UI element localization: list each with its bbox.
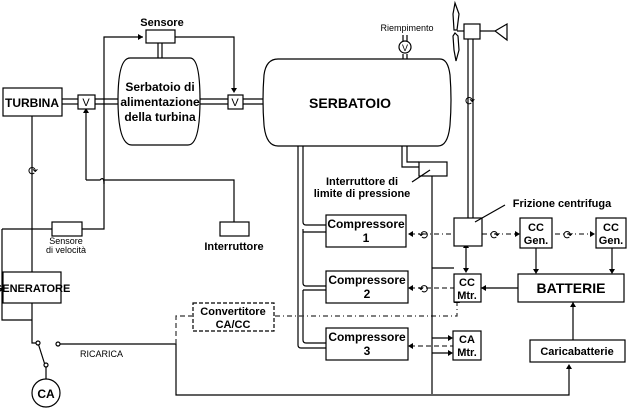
speed-sensor-label-1: Sensore — [49, 236, 83, 246]
convertitore-box[interactable] — [192, 302, 275, 332]
turbina-box[interactable] — [2, 87, 63, 117]
valve-mid-label: V — [231, 97, 239, 109]
wind-mast — [467, 38, 474, 218]
cc-gen-2-label-2: Gen. — [599, 235, 623, 247]
ricarica-label: RICARICA — [80, 349, 123, 359]
rotation-icon: ⟳ ⟳ ⟲ ⟳ ⟳ ⟲ — [28, 94, 573, 296]
valve-fill-label: V — [402, 43, 408, 53]
line-convertitore-out — [275, 300, 458, 317]
pipe-feedtank-valve — [200, 98, 228, 105]
pipe-turbina-valve — [62, 98, 78, 105]
compressore-2[interactable] — [325, 270, 409, 304]
svg-text:⟲: ⟲ — [418, 282, 428, 296]
line-ricarica — [60, 343, 570, 396]
pressure-switch-label-2: limite di pressione — [314, 188, 411, 200]
svg-text:⟳: ⟳ — [490, 228, 500, 242]
ca-mtr-label-1: CA — [459, 334, 475, 346]
svg-text:⟲: ⟲ — [418, 228, 428, 242]
line-gen-switch — [31, 303, 38, 344]
serbatoio-label: SERBATOIO — [309, 95, 391, 111]
generatore-box[interactable] — [2, 271, 62, 304]
batterie-label: BATTERIE — [537, 280, 606, 296]
ca-source[interactable] — [31, 378, 61, 408]
ca-source-label: CA — [37, 387, 55, 401]
line-gen-loop — [1, 229, 32, 321]
pipe-pressure-switch — [401, 146, 419, 168]
feed-tank-label-3: della turbina — [124, 110, 196, 124]
feed-tank[interactable] — [117, 57, 201, 146]
cc-gen-1-label-2: Gen. — [524, 235, 548, 247]
compressore-2-label-1: Compressore — [328, 273, 406, 287]
ca-mtr-label-2: Mtr. — [457, 347, 477, 359]
compressore-1-label-2: 1 — [363, 231, 370, 245]
compressore-2-label-2: 2 — [364, 287, 371, 301]
caricabatterie-label: Caricabatterie — [540, 346, 613, 358]
wind-turbine-icon — [452, 0, 508, 62]
cc-gen-1-label-1: CC — [528, 222, 544, 234]
sensore-label: Sensore — [140, 17, 183, 29]
compressore-3[interactable] — [325, 327, 409, 361]
cc-mtr-label-2: Mtr. — [457, 290, 477, 302]
svg-text:⟳: ⟳ — [563, 228, 573, 242]
cc-mtr[interactable] — [453, 273, 482, 303]
cc-gen-2[interactable] — [595, 217, 627, 249]
frizione-box[interactable] — [453, 217, 483, 247]
speed-sensor-box[interactable] — [51, 221, 83, 237]
line-sensore-in — [103, 36, 143, 222]
interruttore-box[interactable] — [219, 221, 250, 237]
sensore-box[interactable] — [145, 29, 176, 44]
frizione-label: Frizione centrifuga — [513, 198, 612, 210]
speed-sensor-label-2: di velocità — [46, 245, 86, 255]
pipe-sensore — [157, 43, 163, 58]
cc-gen-1[interactable] — [519, 217, 553, 249]
svg-text:⟳: ⟳ — [28, 164, 38, 178]
convertitore-label-2: CA/CC — [216, 319, 251, 331]
pipe-riempimento — [402, 35, 408, 59]
compressore-3-label-1: Compressore — [328, 330, 406, 344]
interruttore-label: Interruttore — [204, 241, 263, 253]
valve-mid[interactable] — [227, 94, 244, 110]
serbatoio-tank[interactable] — [262, 58, 452, 147]
feed-tank-label-2: alimentazione — [120, 95, 200, 109]
convertitore-label-1: Convertitore — [200, 306, 265, 318]
feed-tank-label-1: Serbatoio di — [125, 80, 194, 94]
valve-left[interactable] — [77, 94, 96, 110]
caricabatterie-box[interactable] — [529, 339, 626, 363]
ca-mtr[interactable] — [452, 330, 482, 361]
pipe-valve-feedtank — [95, 98, 118, 105]
batterie-box[interactable] — [517, 273, 625, 303]
turbina-label: TURBINA — [5, 96, 59, 110]
pipe-serbatoio-compressors — [297, 146, 326, 349]
ricarica-switch[interactable] — [37, 342, 46, 366]
riempimento-label: Riempimento — [380, 23, 433, 33]
generatore-label: GENERATORE — [0, 283, 70, 295]
compressore-1-label-1: Compressore — [327, 217, 405, 231]
cc-gen-2-label-1: CC — [603, 222, 619, 234]
valve-fill[interactable] — [398, 40, 412, 54]
line-convertitore-in — [175, 315, 192, 344]
compressore-1[interactable] — [325, 214, 407, 248]
pipe-valve-serbatoio — [243, 98, 264, 105]
line-sensore-out — [175, 36, 235, 91]
compressore-3-label-2: 3 — [364, 344, 371, 358]
cc-mtr-label-1: CC — [459, 277, 475, 289]
line-speed-sensor-right — [82, 222, 105, 230]
line-interruttore — [86, 178, 235, 222]
pressure-switch-label-1: Interruttore di — [326, 176, 398, 188]
valve-left-label: V — [82, 97, 90, 109]
svg-text:⟳: ⟳ — [465, 94, 475, 108]
